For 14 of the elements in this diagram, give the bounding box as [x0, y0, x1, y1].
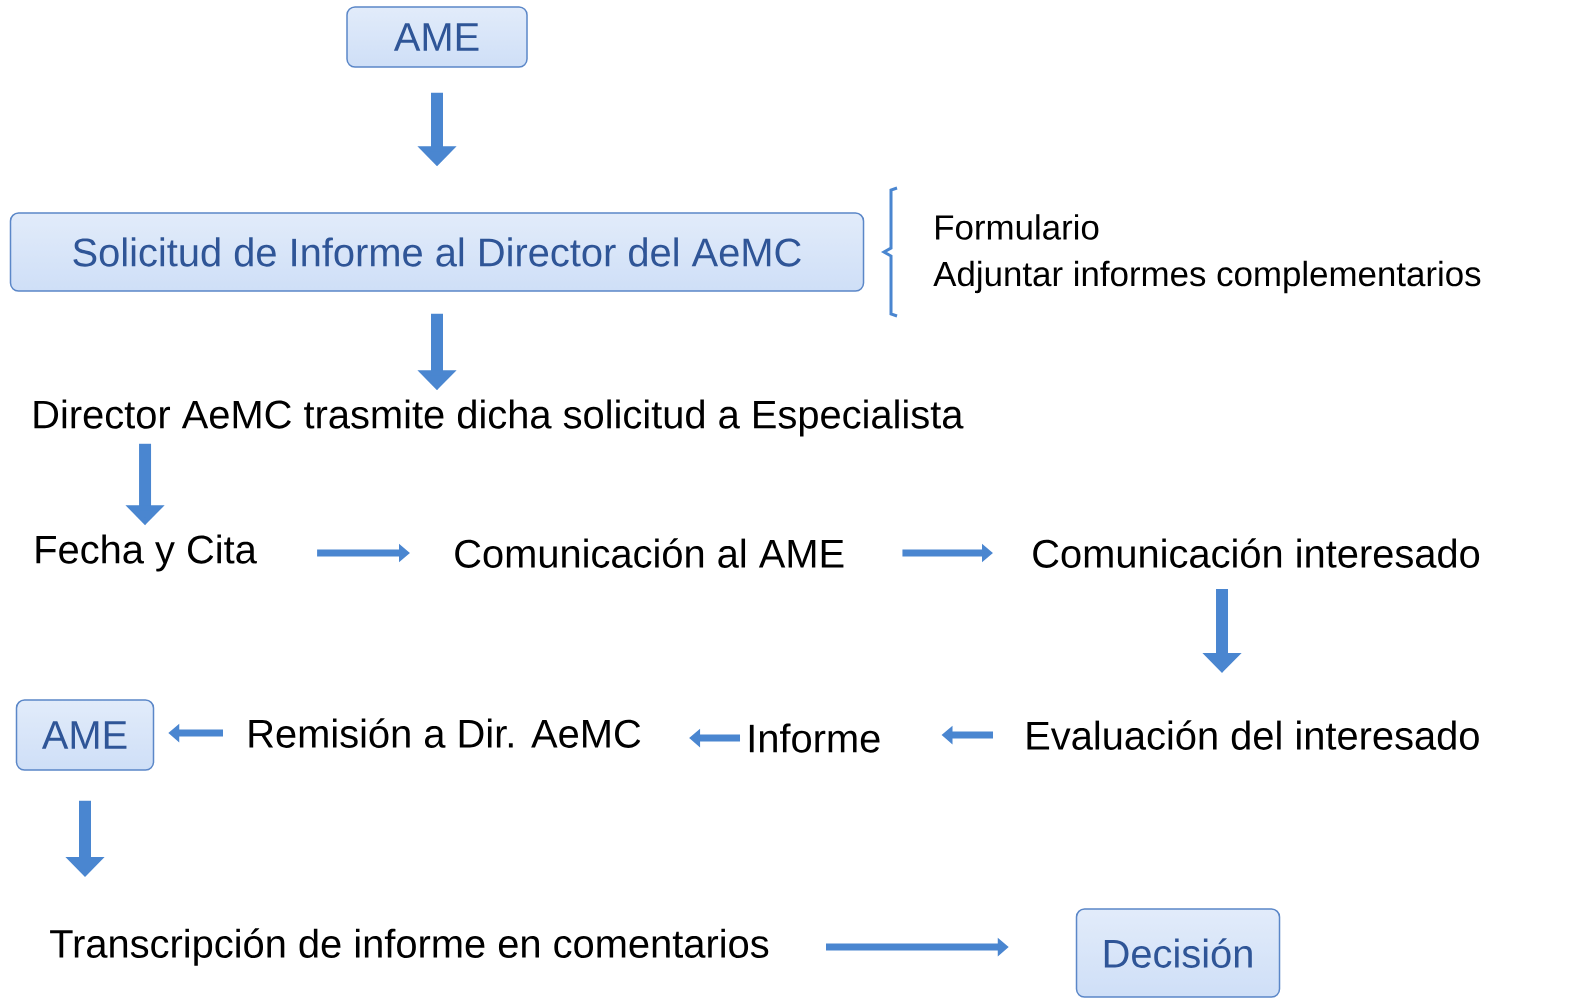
process-box: Solicitud de Informe al Director del AeMC: [9, 212, 865, 292]
step-text: Informe: [749, 723, 880, 753]
process-box: Decisión: [1075, 908, 1281, 998]
note-text: Adjuntar informes complementarios: [933, 260, 1481, 294]
note-text: Formulario: [936, 214, 1099, 240]
process-box: AME: [15, 699, 155, 771]
step-text: Fecha y Cita: [36, 534, 257, 572]
step-text: Evaluación del interesado: [1027, 720, 1479, 750]
step-text: Director AeMC trasmite dicha solicitud a Especialista: [34, 399, 964, 437]
process-box: AME: [346, 6, 528, 68]
step-text: Comunicación interesado: [1033, 538, 1480, 568]
step-text: Transcripción de informe en comentarios: [50, 928, 769, 966]
step-text: Remisión a Dir. AeMC: [249, 718, 641, 748]
step-text: Comunicación al AME: [455, 538, 844, 568]
